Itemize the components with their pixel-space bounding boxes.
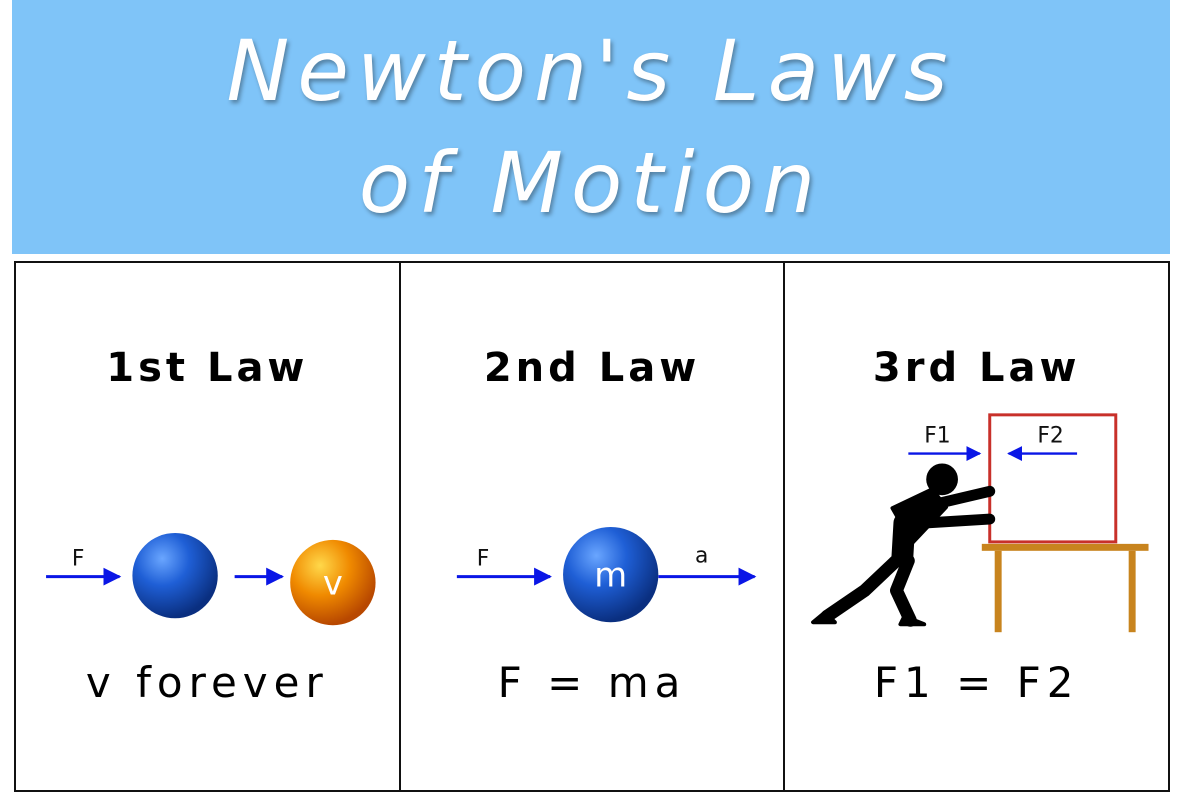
second-law-accel-label: a <box>695 544 708 569</box>
second-law-title: 2nd Law <box>483 345 701 391</box>
second-law-mass-ball <box>562 526 659 623</box>
third-law-formula: F1 = F2 <box>873 658 1080 707</box>
title-line-1: Newton's Laws <box>226 22 956 120</box>
third-law-force1-label: F1 <box>925 424 951 449</box>
third-law-force2-label: F2 <box>1038 424 1064 449</box>
panel-second-law: 2nd Law F m a F = ma <box>398 263 784 790</box>
third-law-title: 3rd Law <box>872 345 1081 391</box>
second-law-force-label: F <box>476 547 489 572</box>
first-law-title: 1st Law <box>106 345 309 391</box>
second-law-diagram: F m a <box>456 526 757 623</box>
panel-third-law: 3rd Law F1 F2 <box>783 263 1168 790</box>
pushed-box <box>988 413 1118 544</box>
title-banner: Newton's Laws of Motion <box>12 0 1170 254</box>
first-law-blue-ball <box>132 532 218 619</box>
table <box>982 543 1149 633</box>
second-law-mass-label: m <box>594 556 627 595</box>
first-law-diagram: F v <box>46 532 376 626</box>
pushing-person-figure <box>811 463 996 627</box>
first-law-formula: v forever <box>85 658 329 707</box>
panel-first-law: 1st Law F <box>16 263 399 790</box>
laws-panels: 1st Law F <box>14 261 1170 792</box>
second-law-formula: F = ma <box>497 658 687 707</box>
first-law-force-label: F <box>72 547 85 572</box>
third-law-diagram: F1 F2 <box>811 413 1149 633</box>
first-law-orange-ball <box>290 539 376 626</box>
title-line-2: of Motion <box>358 134 824 232</box>
first-law-ball-label: v <box>323 563 343 602</box>
